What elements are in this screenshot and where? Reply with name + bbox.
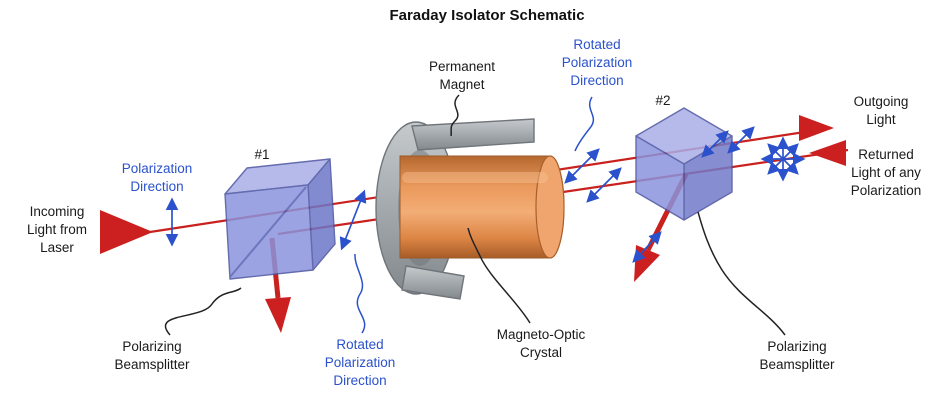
rotated-polarization-arrow-1 (339, 189, 367, 251)
polarizing-beamsplitter-1 (224, 158, 336, 280)
callout-beamsplitter-left (164, 287, 242, 336)
label-polarizing-beamsplitter-left: Polarizing Beamsplitter (114, 339, 190, 373)
callout-rotated-top (574, 96, 595, 152)
label-beamsplitter-2-tag: #2 (655, 93, 671, 108)
diagram-title: Faraday Isolator Schematic (389, 7, 585, 24)
beamsplitter-1-interface (229, 186, 307, 278)
label-returned-light: Returned Light of any Polarization (850, 147, 922, 199)
label-polarization-direction: Polarization Direction (121, 161, 193, 195)
label-polarizing-beamsplitter-right: Polarizing Beamsplitter (759, 339, 835, 373)
returned-light-arrow (809, 140, 846, 166)
rotated-polarization-arrow-below-bs2 (632, 231, 662, 263)
outgoing-light-arrow (799, 115, 834, 141)
label-incoming-light: Incoming Light from Laser (26, 204, 88, 256)
rotated-polarization-arrow-2a (564, 148, 600, 184)
any-polarization-star (760, 136, 806, 182)
callout-permanent-magnet (450, 94, 460, 137)
magneto-optic-crystal (399, 155, 565, 259)
label-magneto-optic-crystal: Magneto-Optic Crystal (496, 327, 586, 361)
outgoing-polarization-arrow-2 (727, 126, 755, 154)
polarization-arrows (165, 126, 806, 263)
callout-lines (164, 94, 786, 336)
label-rotated-polarization-top: Rotated Polarization Direction (561, 37, 633, 89)
callout-crystal (467, 227, 531, 324)
laser-input-arrow (100, 210, 153, 254)
label-permanent-magnet: Permanent Magnet (428, 59, 496, 93)
rotated-polarization-arrow-2b (586, 167, 622, 203)
callout-rotated-bottom (354, 253, 366, 334)
polarizing-beamsplitter-2 (635, 107, 733, 221)
label-beamsplitter-1-tag: #1 (254, 147, 270, 162)
callout-beamsplitter-right (697, 211, 786, 336)
label-rotated-polarization-bottom: Rotated Polarization Direction (324, 337, 396, 389)
label-outgoing-light: Outgoing Light (853, 94, 909, 128)
outgoing-polarization-arrow-1 (701, 130, 729, 158)
